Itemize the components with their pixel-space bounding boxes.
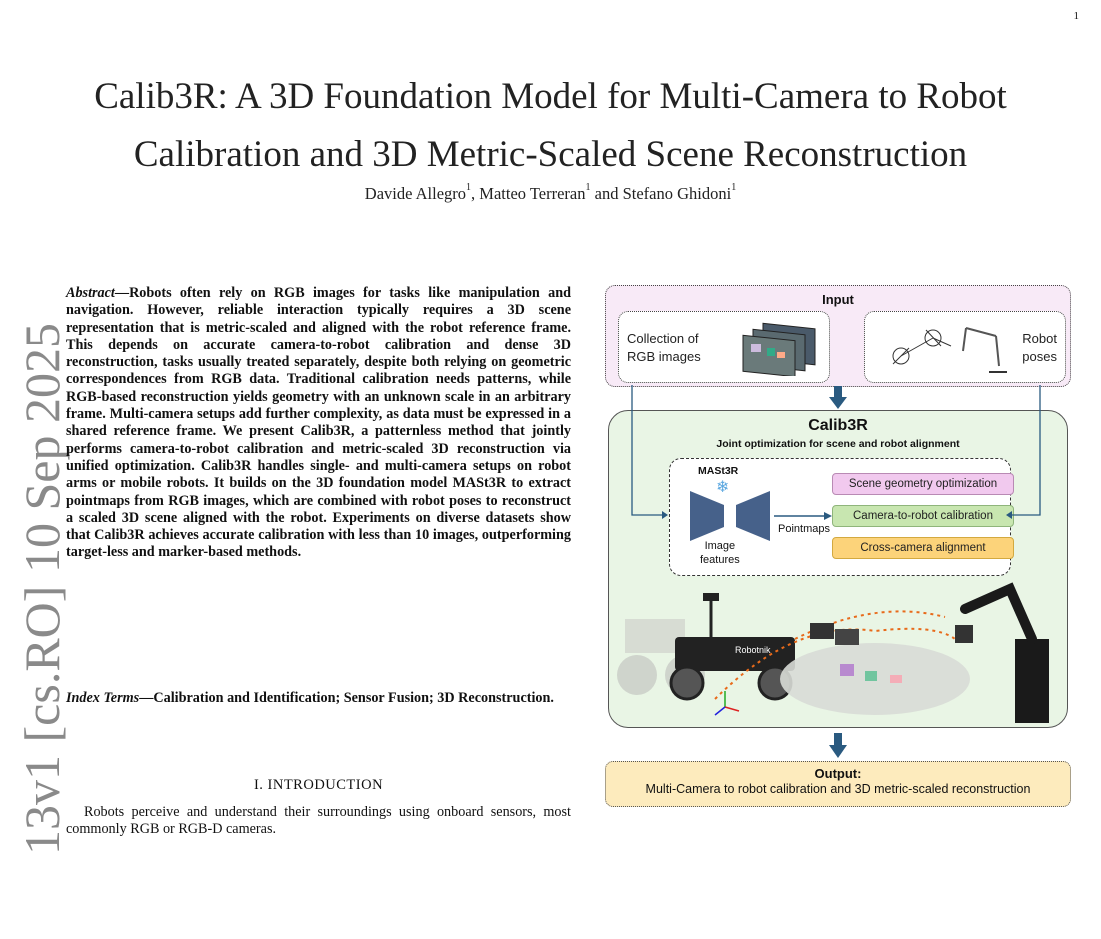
image-features-line-2: features (700, 554, 740, 566)
side-connector-lines (631, 385, 1041, 519)
robot-label-line-1: Robot (1022, 331, 1057, 346)
robot-poses-panel: Robot poses (864, 311, 1066, 383)
abstract-text: —Robots often rely on RGB images for tas… (66, 285, 571, 561)
robot-kinematics-icon (892, 327, 1007, 373)
arxiv-side-identifier: 13v1 [cs.RO] 10 Sep 2025 (14, 323, 70, 855)
author-affiliation: 1 (585, 182, 591, 193)
author-separator: and (590, 184, 623, 203)
abstract-label: Abstract (66, 285, 115, 301)
title-line-2: Calibration and 3D Metric-Scaled Scene R… (133, 134, 968, 175)
scene-reconstruction-illustration: Robotnik (617, 582, 1049, 723)
overview-figure: Input Collection of RGB images (600, 285, 1075, 815)
calib3r-panel: Calib3R Joint optimization for scene and… (608, 410, 1068, 728)
calib-to-output-arrow (829, 733, 847, 758)
author-affiliation: 1 (731, 182, 737, 193)
section-heading: I. INTRODUCTION (253, 777, 384, 793)
author-separator: , (471, 184, 480, 203)
output-text: Multi-Camera to robot calibration and 3D… (645, 782, 1031, 796)
image-features-label: Image features (700, 539, 740, 567)
rgb-images-panel: Collection of RGB images (618, 311, 830, 383)
output-panel: Output: Multi-Camera to robot calibratio… (605, 761, 1071, 807)
input-title: Input (822, 292, 854, 307)
rgb-label-line-2: RGB images (627, 349, 701, 364)
rgb-label-line-1: Collection of (627, 331, 699, 346)
cross-camera-alignment-box: Cross-camera alignment (832, 537, 1014, 559)
author-name: Stefano Ghidoni (622, 184, 732, 203)
calib3r-subtitle: Joint optimization for scene and robot a… (716, 438, 960, 450)
calib3r-title: Calib3R (808, 417, 868, 434)
index-terms-text: —Calibration and Identification; Sensor … (139, 690, 554, 706)
mast3r-label: MASt3R (698, 465, 739, 477)
image-stack-icon (742, 322, 816, 376)
output-title: Output: (814, 766, 862, 781)
robotnik-logo-text: Robotnik (735, 645, 771, 655)
intro-paragraph: Robots perceive and understand their sur… (66, 804, 571, 838)
rgb-images-label: Collection of RGB images (627, 330, 701, 366)
camera-to-robot-calibration-box: Camera-to-robot calibration (832, 505, 1014, 527)
image-features-line-1: Image (704, 540, 736, 552)
author-list: Davide Allegro1, Matteo Terreran1 and St… (0, 182, 1101, 204)
index-terms-label: Index Terms (66, 690, 140, 706)
robot-poses-label: Robot poses (1022, 330, 1057, 366)
abstract: Abstract—Robots often rely on RGB images… (66, 285, 571, 562)
index-terms: Index Terms—Calibration and Identificati… (66, 690, 571, 707)
author-name: Matteo Terreran (479, 184, 586, 203)
pointmaps-label: Pointmaps (778, 523, 830, 535)
author-name: Davide Allegro (364, 184, 467, 203)
title-line-1: Calib3R: A 3D Foundation Model for Multi… (94, 76, 1007, 117)
snowflake-icon: ❄ (716, 479, 730, 496)
encoder-decoder-icon (690, 491, 770, 541)
author-affiliation: 1 (466, 182, 472, 193)
input-panel: Input Collection of RGB images (605, 285, 1071, 387)
pointmaps-arrow (774, 512, 832, 520)
page-number: 1 (1073, 10, 1080, 22)
input-to-calib-arrow (829, 386, 847, 409)
paper-title: Calib3R: A 3D Foundation Model for Multi… (0, 68, 1101, 184)
mast3r-panel: MASt3R ❄ Image features Pointmaps Scene … (669, 458, 1014, 576)
robot-label-line-2: poses (1022, 349, 1057, 364)
scene-geometry-optimization-box: Scene geometry optimization (832, 473, 1014, 495)
